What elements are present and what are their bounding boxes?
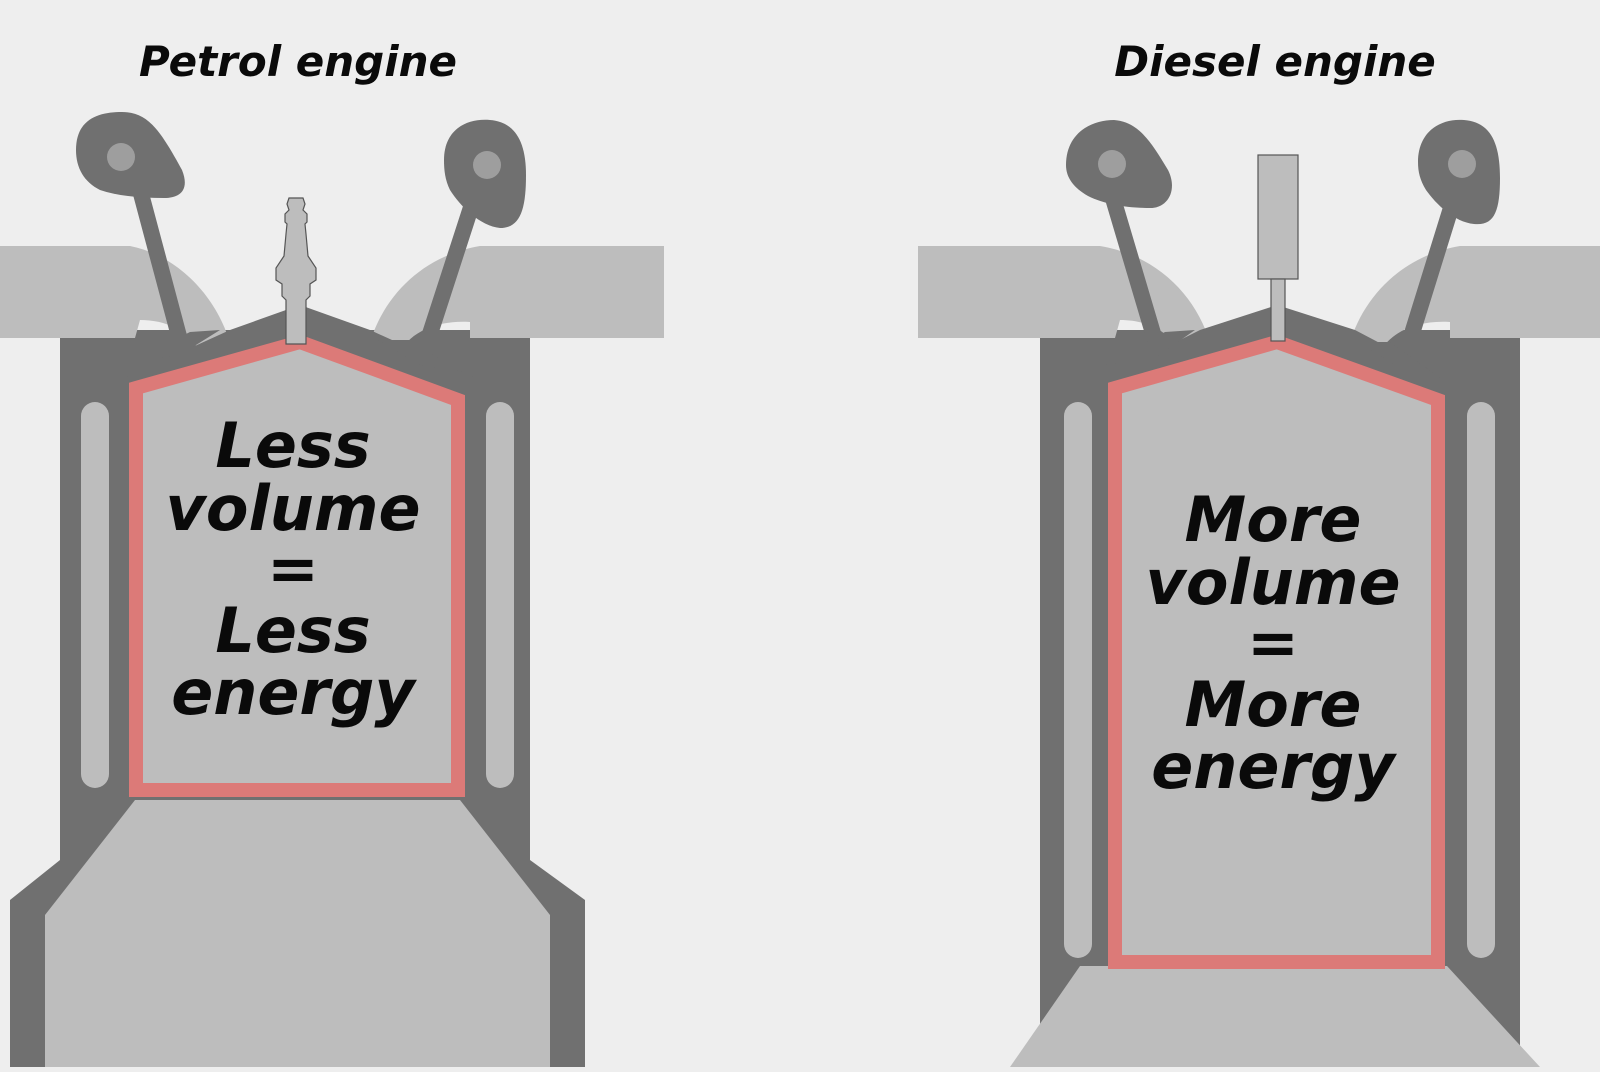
diesel-right-coolant-channel xyxy=(1467,402,1495,958)
diesel-engine-title: Diesel engine xyxy=(1114,37,1435,86)
petrol-label-line-4: Less xyxy=(215,594,370,667)
diesel-right-camshaft-hub xyxy=(1448,150,1476,178)
petrol-chamber-label: Less volume = Less energy xyxy=(165,409,420,729)
diesel-label-line-1: More xyxy=(1185,483,1362,556)
petrol-left-camshaft-hub xyxy=(107,143,135,171)
petrol-intake-valve-head xyxy=(130,330,220,362)
diesel-exhaust-port xyxy=(1348,246,1600,352)
petrol-label-line-2: volume xyxy=(165,472,420,545)
diesel-intake-valve-head xyxy=(1105,330,1195,365)
diesel-label-line-5: energy xyxy=(1151,730,1397,803)
petrol-piston xyxy=(45,800,550,1067)
petrol-engine-title: Petrol engine xyxy=(139,37,457,86)
diesel-left-camshaft-hub xyxy=(1098,150,1126,178)
diesel-exhaust-valve-stem xyxy=(1402,187,1463,348)
petrol-right-camshaft-hub xyxy=(473,151,501,179)
spark-plug-icon xyxy=(275,197,317,345)
diesel-chamber-label: More volume = More energy xyxy=(1145,483,1400,803)
petrol-combustion-chamber xyxy=(129,334,465,797)
diesel-label-line-2: volume xyxy=(1145,546,1400,619)
diesel-label-line-3: = xyxy=(1247,606,1299,679)
fuel-injector-icon xyxy=(1257,154,1299,342)
petrol-left-coolant-channel xyxy=(81,402,109,788)
petrol-intake-valve-stem xyxy=(132,182,188,348)
petrol-right-coolant-channel xyxy=(486,402,514,788)
diesel-intake-valve-stem xyxy=(1104,187,1163,348)
petrol-exhaust-valve-stem xyxy=(420,187,483,348)
diesel-combustion-chamber xyxy=(1108,334,1445,969)
diesel-exhaust-valve-head xyxy=(1358,342,1440,378)
diesel-left-coolant-channel xyxy=(1064,402,1092,958)
petrol-exhaust-port xyxy=(368,246,664,352)
petrol-label-line-1: Less xyxy=(215,409,370,482)
petrol-label-line-5: energy xyxy=(171,656,417,729)
petrol-label-line-3: = xyxy=(267,532,319,605)
diesel-engine: Diesel engine More volume = More energy xyxy=(918,37,1600,1067)
diesel-label-line-4: More xyxy=(1185,668,1362,741)
petrol-exhaust-valve-head xyxy=(378,340,460,372)
diesel-piston xyxy=(1010,966,1540,1067)
petrol-engine: Petrol engine Less volume = Less energy xyxy=(0,37,664,1067)
